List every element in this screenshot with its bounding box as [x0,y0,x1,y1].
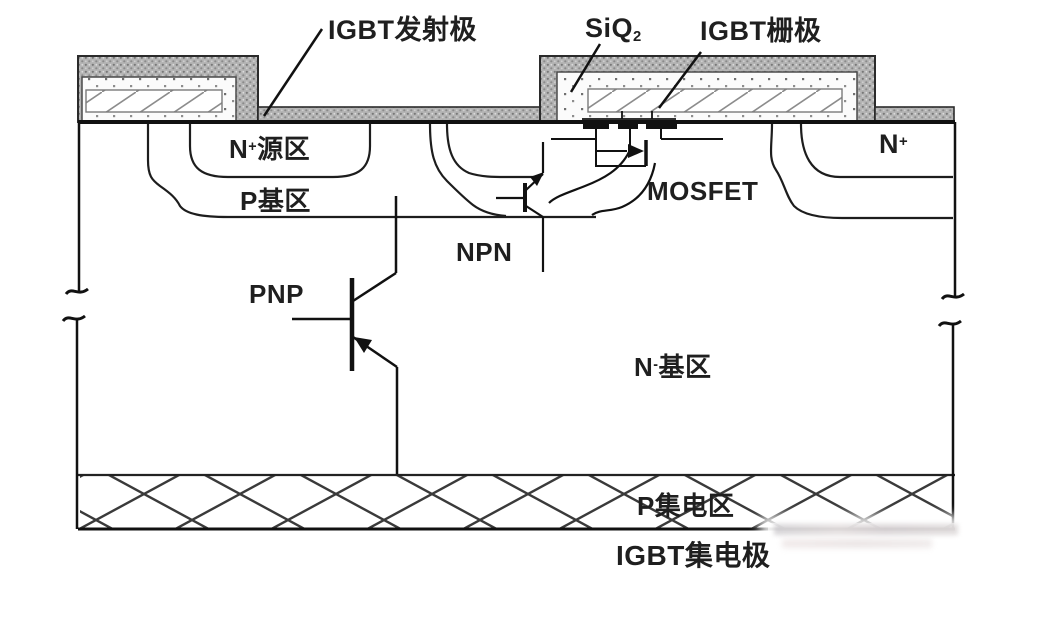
mosfet-symbol [548,111,723,216]
label-n-plus-sup: + [899,133,909,150]
watermark-smudge-line2 [782,539,932,548]
gate-metal-structure [539,55,955,123]
npn-transistor-symbol [496,142,545,272]
die-left-edge [61,122,89,529]
label-n-drift-sup: - [653,356,659,373]
label-p-collector: P集电区 [637,491,735,521]
npn-emitter-arrow [530,172,544,186]
gate-pointer-line [658,51,702,109]
emitter-metal-left [77,55,541,123]
label-n-plus: N+ [879,129,909,160]
label-mosfet: MOSFET [647,176,759,206]
label-sio2-sub: 2 [633,28,642,45]
label-pnp: PNP [249,279,304,309]
label-n-drift-rest: 基区 [658,352,712,382]
label-npn: NPN [456,237,513,267]
label-sio2-base: SiQ [585,13,634,43]
label-pointer-lines [262,28,702,117]
label-n-drift: N-基区 [634,353,712,382]
poly-gate-left [85,89,223,113]
mosfet-body-arrow [628,144,644,158]
sio2-pointer-line [569,43,602,93]
junction-boundaries [146,123,953,220]
label-n-source-rest: 源区 [257,134,311,164]
label-n-source: N+源区 [229,135,310,164]
p-collector-region [78,473,955,531]
label-n-source-base: N [229,134,249,164]
watermark-smudge [768,523,966,563]
die-right-edge [937,122,965,529]
label-igbt-gate: IGBT栅极 [700,16,822,46]
label-n-drift-base: N [634,352,654,382]
label-p-base: P基区 [240,186,311,216]
poly-gate [587,88,843,113]
label-igbt-collector: IGBT集电极 [616,540,771,571]
pnp-emitter-arrow [354,337,372,353]
emitter-pointer-line [262,28,324,117]
label-n-source-sup: + [248,138,258,155]
label-sio2: SiQ2 [585,13,642,45]
label-n-plus-base: N [879,129,899,159]
pnp-transistor-symbol [292,196,399,474]
label-igbt-emitter: IGBT发射极 [328,15,477,45]
watermark-smudge-line [774,524,958,535]
